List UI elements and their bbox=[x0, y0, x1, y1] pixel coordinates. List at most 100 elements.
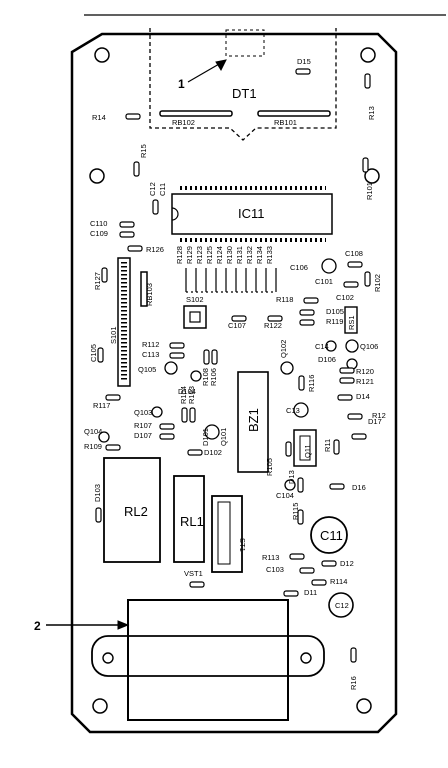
label-r131: R131 bbox=[235, 246, 244, 264]
st1-connector bbox=[211, 495, 243, 573]
label-r112: R112 bbox=[142, 340, 159, 349]
s101-strip bbox=[117, 257, 131, 387]
label-c109: C109 bbox=[90, 229, 108, 238]
label-vst1: VST1 bbox=[184, 569, 203, 578]
mount-hole bbox=[364, 168, 380, 184]
label-rl1: RL1 bbox=[180, 514, 204, 529]
rl2-relay bbox=[103, 457, 161, 563]
resistor bbox=[289, 553, 305, 560]
label-d12: D12 bbox=[340, 559, 354, 568]
label-c105: C105 bbox=[89, 344, 98, 362]
label-r130: R130 bbox=[225, 246, 234, 264]
resistor bbox=[311, 579, 327, 586]
label-r129: R129 bbox=[185, 246, 194, 264]
c12-capacitor bbox=[328, 592, 354, 618]
q104 bbox=[98, 431, 110, 443]
mount-hole bbox=[360, 47, 376, 63]
label-r108: R108 bbox=[201, 368, 210, 386]
rl1-relay bbox=[173, 475, 205, 563]
dt1-outline bbox=[149, 28, 337, 141]
resistor bbox=[297, 509, 304, 525]
resistor bbox=[347, 261, 363, 268]
label-r109: R109 bbox=[84, 442, 102, 451]
ic11-notch bbox=[171, 207, 179, 221]
label-rs1: RS1 bbox=[347, 315, 356, 330]
label-d107: D107 bbox=[134, 431, 152, 440]
label-r117: R117 bbox=[93, 401, 110, 410]
label-r11: R11 bbox=[323, 439, 332, 452]
mount-hole bbox=[94, 47, 110, 63]
label-r106: R106 bbox=[209, 368, 218, 386]
label-c103: C103 bbox=[266, 565, 284, 574]
resistor bbox=[231, 315, 247, 322]
dt1-window bbox=[225, 29, 265, 57]
label-r103: R103 bbox=[187, 386, 196, 404]
resistor bbox=[95, 507, 102, 523]
label-q103: Q103 bbox=[134, 408, 152, 417]
label-d106: D106 bbox=[318, 355, 336, 364]
bracket-hole-right bbox=[300, 652, 312, 664]
label-r121: R121 bbox=[356, 377, 374, 386]
label-r118: R118 bbox=[276, 295, 293, 304]
q102 bbox=[280, 361, 294, 375]
label-r104: R104 bbox=[179, 386, 188, 404]
q105 bbox=[164, 361, 178, 375]
resistor bbox=[362, 157, 369, 173]
label-bz1: BZ1 bbox=[246, 408, 261, 432]
resistor bbox=[159, 433, 175, 440]
label-r126: R126 bbox=[146, 245, 164, 254]
label-r114: R114 bbox=[330, 577, 347, 586]
rb101-bar bbox=[257, 110, 331, 117]
resistor bbox=[283, 590, 299, 597]
resistor bbox=[133, 161, 140, 177]
label-r116: R116 bbox=[307, 375, 316, 392]
label-c113: C113 bbox=[142, 350, 159, 359]
c11-capacitor bbox=[310, 516, 348, 554]
c13 bbox=[293, 402, 309, 418]
d104 bbox=[190, 370, 202, 382]
label-c14: C14 bbox=[315, 342, 329, 351]
bz1-buzzer bbox=[237, 371, 269, 473]
label-q101: Q101 bbox=[219, 428, 228, 446]
label-q105: Q105 bbox=[138, 365, 156, 374]
resistor bbox=[364, 73, 371, 89]
resistor bbox=[333, 439, 340, 455]
resistor bbox=[329, 483, 345, 490]
ic11-chip bbox=[171, 193, 333, 235]
label-d101: D101 bbox=[201, 428, 210, 446]
resistor bbox=[339, 367, 355, 374]
resistor bbox=[343, 281, 359, 288]
callout-1: 1 bbox=[178, 77, 185, 91]
resistor bbox=[152, 199, 159, 215]
resistor bbox=[303, 297, 319, 304]
label-r15: R15 bbox=[139, 144, 148, 158]
resistor bbox=[203, 349, 210, 365]
label-c102: C102 bbox=[336, 293, 354, 302]
mount-hole bbox=[89, 168, 105, 184]
resistor bbox=[159, 423, 175, 430]
q11-inner bbox=[299, 435, 311, 461]
label-s101: S101 bbox=[109, 326, 118, 344]
label-r113: R113 bbox=[262, 553, 279, 562]
callout-2: 2 bbox=[34, 619, 41, 633]
label-st1: ST1 bbox=[238, 538, 247, 552]
label-c107: C107 bbox=[228, 321, 246, 330]
label-q102: Q102 bbox=[279, 340, 288, 358]
label-r133: R133 bbox=[265, 246, 274, 264]
label-r13: R13 bbox=[367, 106, 376, 120]
q11 bbox=[293, 429, 317, 467]
label-d17: D17 bbox=[368, 417, 382, 426]
resistor bbox=[297, 477, 304, 493]
q101 bbox=[204, 424, 220, 440]
resistor bbox=[169, 342, 185, 349]
label-d13: D13 bbox=[287, 470, 296, 484]
resistor bbox=[295, 68, 311, 75]
resistor bbox=[105, 444, 121, 451]
resistor bbox=[299, 309, 315, 316]
resistor bbox=[189, 407, 196, 423]
label-r119: R119 bbox=[326, 317, 343, 326]
resistor bbox=[181, 407, 188, 423]
label-c110: C110 bbox=[90, 219, 107, 228]
label-c108: C108 bbox=[345, 249, 363, 258]
